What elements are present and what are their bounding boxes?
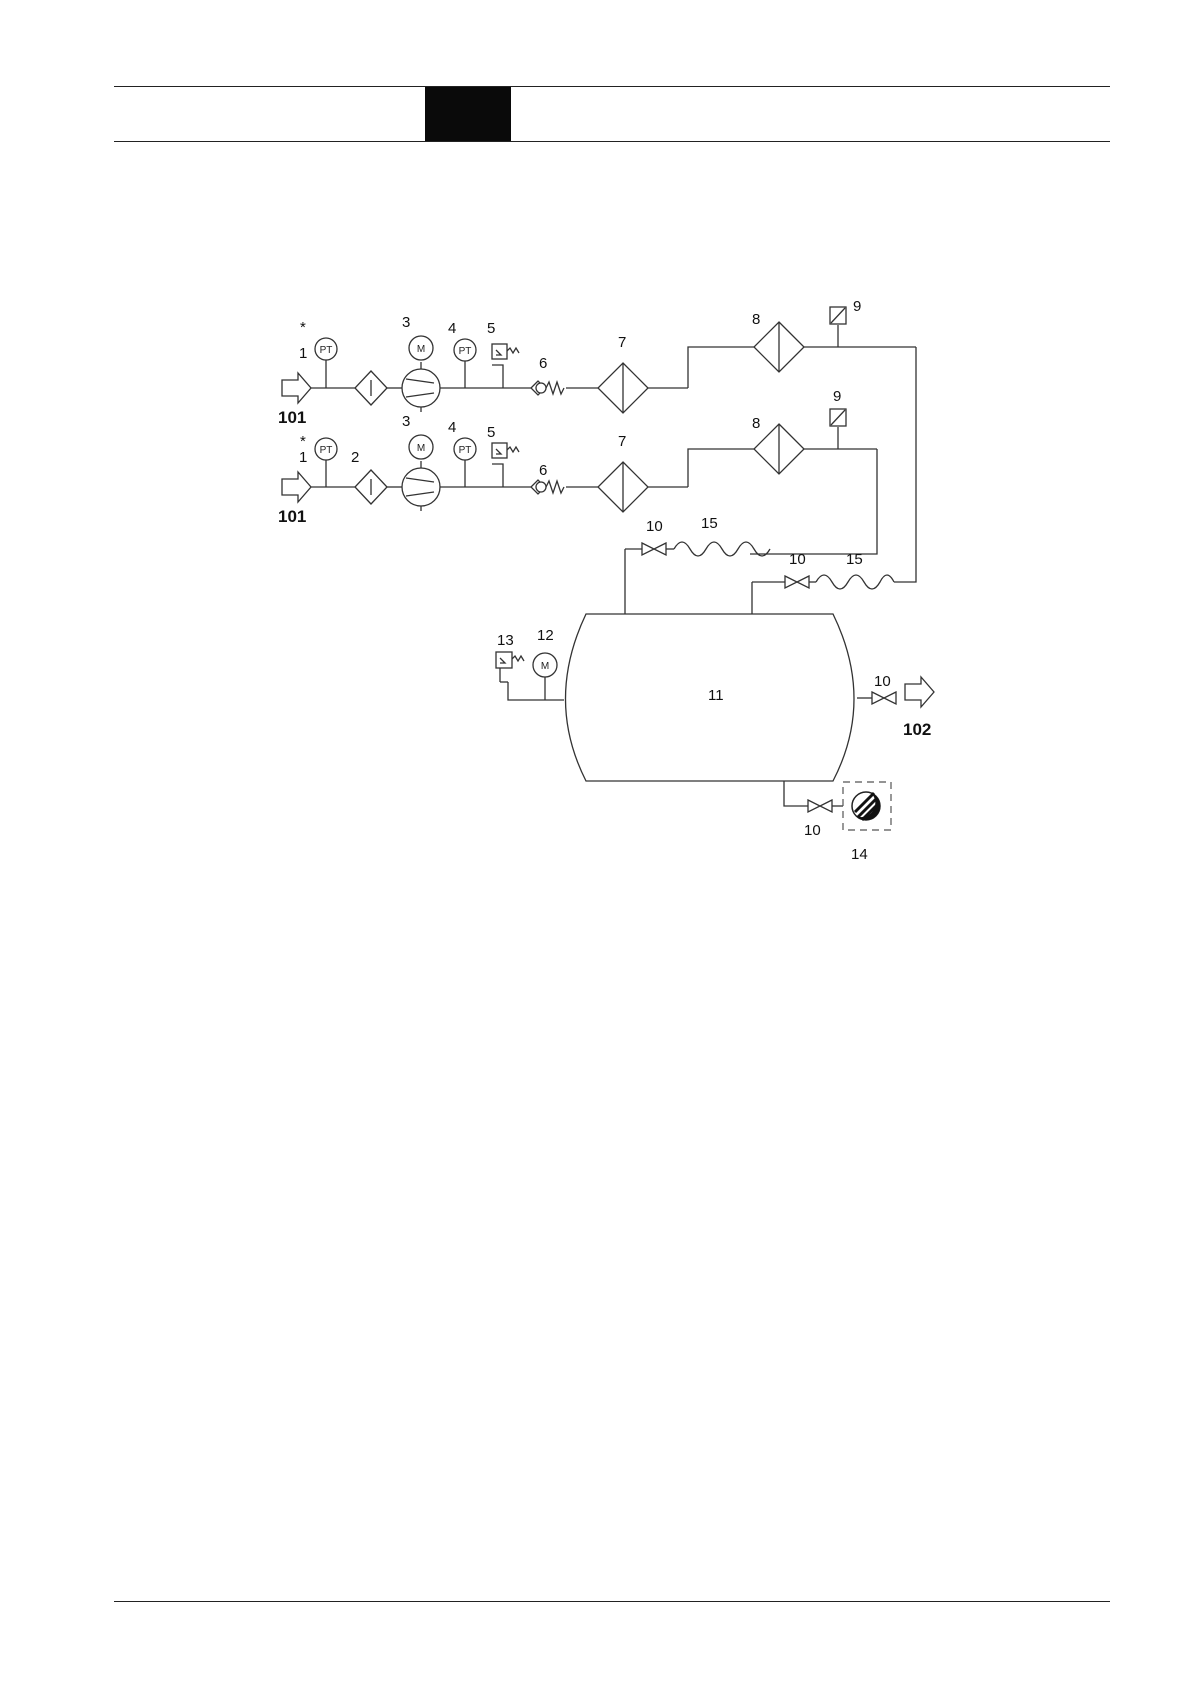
motor-symbol: M [417,443,425,454]
pt-symbol: PT [459,346,472,357]
label-8: 8 [752,415,760,432]
safety-valve-icon [492,344,507,359]
inlet-label: 101 [278,507,306,526]
label-3: 3 [402,314,410,331]
label-5: 5 [487,424,495,441]
inlet-arrow-icon [282,373,311,403]
compressor-icon [402,468,440,506]
label-6: 6 [539,355,547,372]
inlet-label: 101 [278,408,306,427]
star-mark: * [300,433,306,450]
label-6: 6 [539,462,547,479]
pt-symbol: PT [320,345,333,356]
motor-symbol: M [417,344,425,355]
flexible-hose-icon [816,575,894,589]
gauge-symbol: M [541,661,549,672]
inlet-arrow-icon [282,472,311,502]
outlet-arrow-icon [905,677,934,707]
outlet-label: 102 [903,720,931,739]
label-13: 13 [497,632,514,649]
label-9: 9 [853,298,861,315]
compressor-icon [402,369,440,407]
line-2: 101 PT * 1 2 M 3 PT 4 5 [278,388,877,554]
star-mark: * [300,319,306,336]
shutoff-valve-icon [808,800,832,812]
shutoff-valve-icon [785,576,809,588]
label-10: 10 [789,551,806,568]
label-10: 10 [874,673,891,690]
label-1: 1 [299,449,307,466]
label-15: 15 [701,515,718,532]
label-10: 10 [646,518,663,535]
label-4: 4 [448,419,456,436]
pt-symbol: PT [320,445,333,456]
label-5: 5 [487,320,495,337]
label-4: 4 [448,320,456,337]
label-7: 7 [618,433,626,450]
line-1: 101 PT * 1 M 3 PT 4 5 [278,298,916,582]
label-15: 15 [846,551,863,568]
label-1: 1 [299,345,307,362]
label-2: 2 [351,449,359,466]
label-3: 3 [402,413,410,430]
label-11: 11 [708,687,724,704]
receiver-tank: 11 M 13 12 10 102 10 14 [496,614,934,863]
label-8: 8 [752,311,760,328]
label-7: 7 [618,334,626,351]
label-9: 9 [833,388,841,405]
safety-valve-icon [496,652,512,668]
pt-symbol: PT [459,445,472,456]
label-10: 10 [804,822,821,839]
tank-feed-lines: 10 15 10 15 [625,515,894,617]
shutoff-valve-icon [642,543,666,555]
shutoff-valve-icon [872,692,896,704]
label-12: 12 [537,627,554,644]
label-14: 14 [851,846,868,863]
safety-valve-icon [492,443,507,458]
